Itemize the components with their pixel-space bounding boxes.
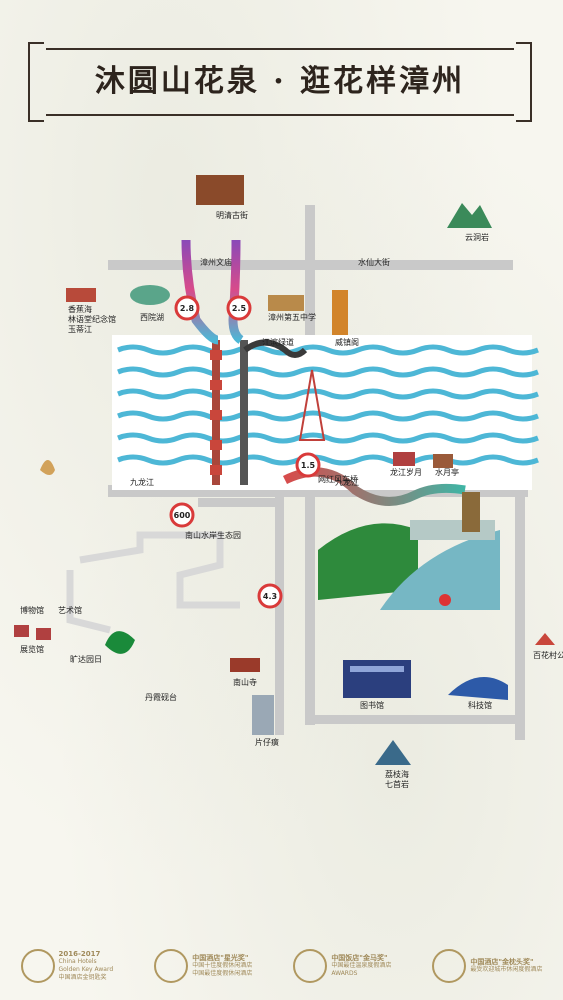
rabbit-figure-icon	[40, 460, 55, 475]
label-longjiang: 龙江岁月	[390, 467, 422, 477]
label-bowu: 博物馆	[20, 605, 44, 615]
xiangjiao-house-icon	[66, 288, 96, 302]
title-frame: 沐圆山花泉 · 逛花样漳州	[28, 42, 532, 122]
road-bottom	[305, 715, 525, 724]
label-xiangjiao: 香蕉海	[68, 304, 92, 314]
school-building-icon	[268, 295, 304, 311]
library-building	[343, 660, 411, 698]
horse-emblem-icon	[293, 949, 328, 983]
marker-600m: 600	[169, 502, 195, 528]
award-golden-key: 2016-2017 China Hotels Golden Key Award …	[20, 949, 113, 983]
lizhi-mountain-icon	[375, 740, 411, 765]
label-yulang: 玉蒂江	[68, 324, 92, 334]
distance-markers: 2.8 2.5 1.5 600 4.3	[169, 295, 321, 609]
label-wenmiao: 漳州文庙	[200, 257, 232, 267]
svg-text:2.8: 2.8	[180, 304, 195, 313]
label-yunyan: 云洞岩	[465, 232, 489, 242]
route-windmill	[282, 467, 466, 506]
jiulong-river	[112, 335, 539, 490]
label-yishu: 艺术馆	[58, 605, 82, 615]
label-jiangbin: 江滨绿道	[262, 337, 294, 347]
marker-2-8k: 2.8	[174, 295, 200, 321]
label-school: 漳州第五中学	[268, 312, 316, 322]
label-linyutang: 林语堂纪念馆	[68, 314, 116, 324]
bridge-nanshan	[298, 369, 326, 441]
marker-4-3k: 4.3	[257, 583, 283, 609]
pianzaihuang-tower	[252, 695, 274, 735]
bridge-pagodas	[210, 350, 222, 475]
yunyan-mountain-icon	[447, 203, 492, 228]
bridge-zhongshan	[240, 340, 248, 485]
route-wenmiao	[181, 239, 219, 345]
label-baihua: 百花村公园	[533, 650, 563, 660]
page-title: 沐圆山花泉 · 逛花样漳州	[94, 64, 466, 99]
marker-1-5k: 1.5	[295, 452, 321, 478]
svg-text:2.5: 2.5	[232, 304, 247, 313]
label-xiyuan: 西院湖	[140, 312, 164, 322]
award-star: 中国酒店"星光奖" 中国十佳度假休闲酒店 中国最佳度假休闲酒店	[154, 949, 252, 983]
label-shuixian: 水仙大街	[358, 257, 390, 267]
star-emblem-icon	[154, 949, 189, 983]
svg-text:1.5: 1.5	[301, 461, 316, 470]
label-jiulong-2: 九龙江	[335, 477, 359, 487]
park-paths	[66, 531, 240, 634]
road-right	[515, 395, 525, 740]
weizhen-pagoda-icon	[332, 290, 348, 335]
kuangda-garden-icon	[105, 631, 135, 654]
jiangbin-path	[243, 339, 308, 358]
label-lizhi: 荔枝海	[385, 769, 409, 779]
road-diagonal	[198, 498, 283, 507]
label-science: 科技馆	[468, 700, 492, 710]
longjiang-icon	[393, 452, 415, 466]
label-weizhen: 威镇阁	[335, 337, 359, 347]
nanshan-temple-icon	[230, 658, 260, 672]
science-building	[448, 677, 508, 700]
xiyuan-lake-icon	[130, 285, 170, 305]
place-labels: 明清古街 漳州文庙 云洞岩 香蕉海 林语堂纪念馆 玉蒂江 西院湖 威镇阁 漳州第…	[20, 210, 563, 789]
award-golden-pillow: 中国酒店"金枕头奖" 最受欢迎城市休闲度假酒店	[432, 949, 542, 983]
label-shuiyue: 水月亭	[435, 467, 459, 477]
label-pianzaihuang: 片仔癀	[255, 737, 279, 747]
gallery-house-icon	[36, 628, 51, 640]
award-golden-horse: 中国饭店"金马奖" 中国最佳温泉度假酒店 AWARDS	[293, 949, 391, 983]
museum-house-icon	[14, 625, 29, 637]
label-nanshan-water: 南山水岸生态园	[185, 530, 241, 540]
label-zhanlan: 展览馆	[20, 644, 44, 654]
baihua-pavilion-icon	[535, 633, 555, 645]
svg-text:600: 600	[174, 511, 191, 520]
shuiyue-pavilion-icon	[433, 454, 453, 468]
marker-2-5k: 2.5	[226, 295, 252, 321]
label-mingqing: 明清古街	[216, 210, 248, 220]
label-windmill: 网红风车桥	[318, 474, 358, 484]
pillow-emblem-icon	[432, 949, 467, 983]
label-dantai: 丹霞砚台	[145, 692, 177, 702]
label-kuangda: 旷达园日	[70, 654, 102, 664]
label-qiyan: 七首岩	[385, 779, 409, 789]
label-nanshansi: 南山寺	[233, 677, 257, 687]
svg-text:4.3: 4.3	[263, 592, 277, 601]
mingqing-street-icon	[196, 175, 244, 205]
awards-strip: 2016-2017 China Hotels Golden Key Award …	[0, 932, 563, 1000]
label-library: 图书馆	[360, 700, 384, 710]
road-lower-left	[275, 495, 284, 735]
city-map: 2.8 2.5 1.5 600 4.3 明清古街 漳州文庙 云洞岩	[14, 175, 563, 789]
landmark-icons	[14, 175, 555, 765]
resort-area	[318, 492, 500, 610]
route-wenmiao-2	[228, 239, 244, 344]
label-jiulong: 九龙江	[130, 477, 154, 487]
award-emblem-icon	[20, 949, 55, 983]
